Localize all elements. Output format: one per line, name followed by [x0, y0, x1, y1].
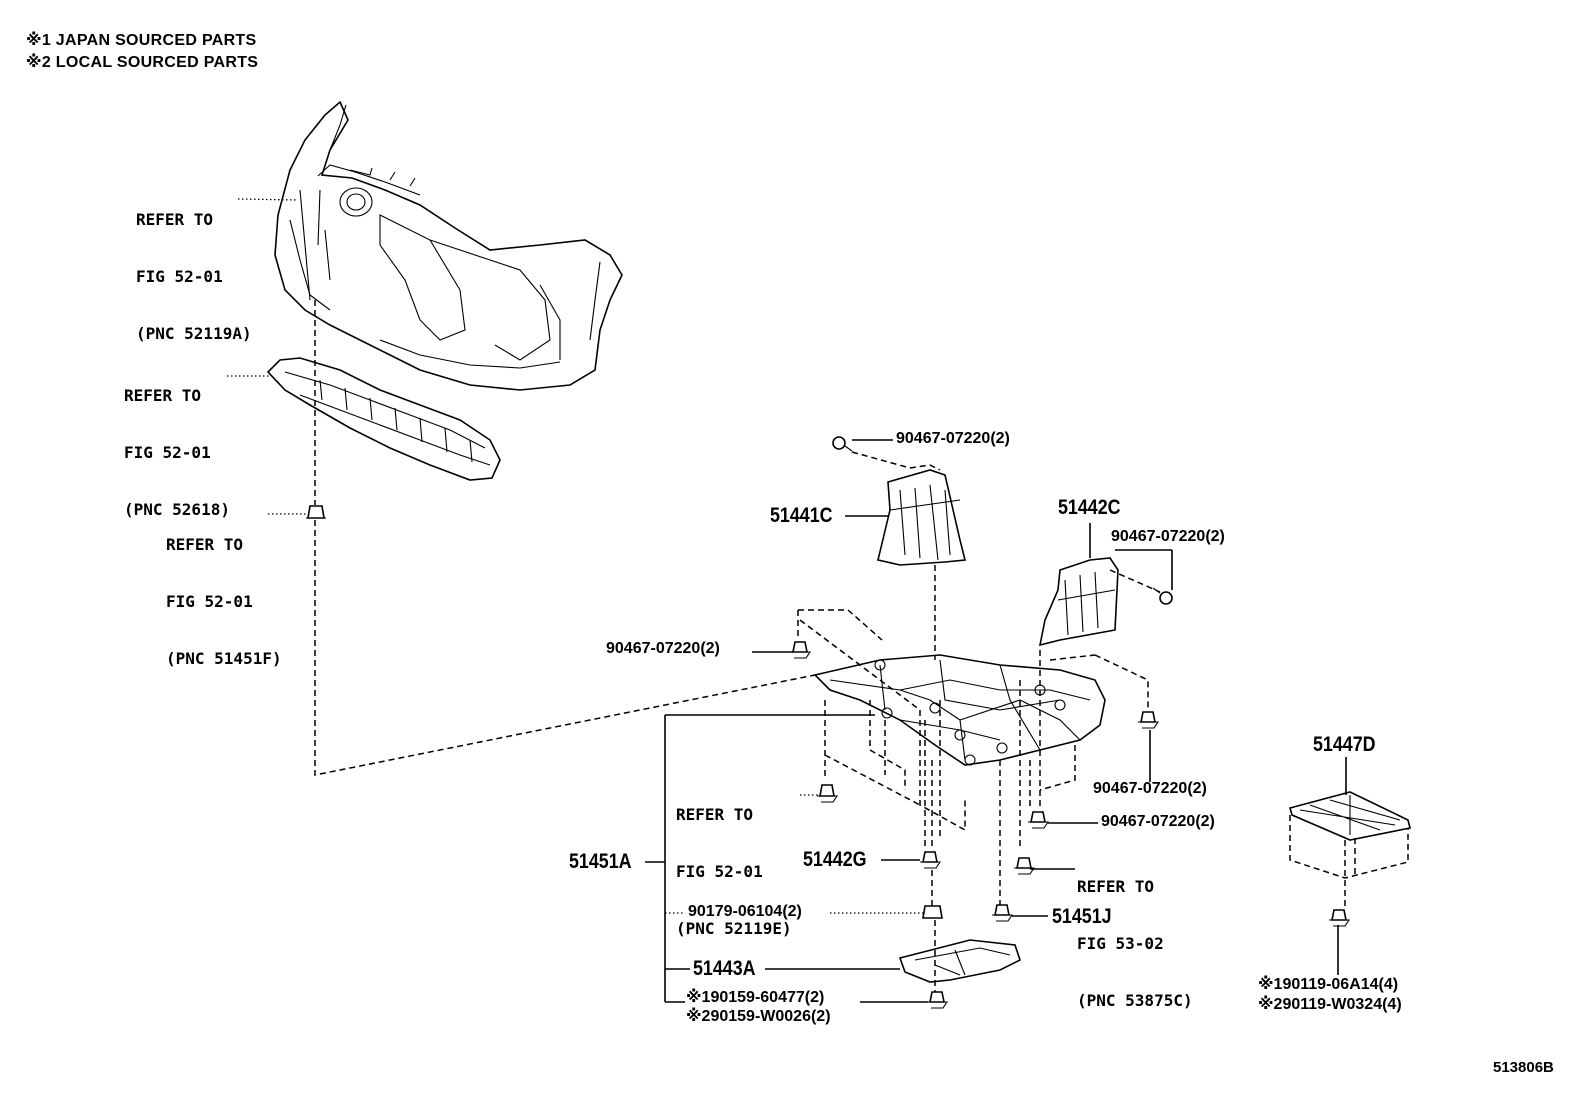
cover-51447d-illustration: [1289, 791, 1411, 841]
part-51447d[interactable]: 51447D: [1313, 733, 1376, 756]
ref-52119a[interactable]: REFER TO FIG 52-01 (PNC 52119A): [136, 172, 252, 362]
ref-51451f[interactable]: REFER TO FIG 52-01 (PNC 51451F): [166, 497, 282, 687]
front-bumper-cover-illustration: [274, 100, 623, 391]
fastener-90119-local[interactable]: ※290119-W0324(4): [1258, 996, 1402, 1013]
part-51442g[interactable]: 51442G: [803, 848, 867, 871]
assembly-dashed-lines: [314, 300, 1409, 992]
fastener-90467-right-top[interactable]: 90467-07220(2): [1111, 528, 1225, 545]
fastener-90467-top[interactable]: 90467-07220(2): [896, 430, 1010, 447]
ref-53875c[interactable]: REFER TO FIG 53-02 (PNC 53875C): [1077, 839, 1193, 1029]
ref-52618[interactable]: REFER TO FIG 52-01 (PNC 52618): [124, 348, 230, 538]
engine-under-cover-illustration: [813, 654, 1106, 766]
ref-line: (PNC 52119E): [676, 919, 792, 938]
note-japan-sourced: ※1 JAPAN SOURCED PARTS: [26, 32, 257, 49]
fastener-90467-right-mid[interactable]: 90467-07220(2): [1093, 780, 1207, 797]
note-local-sourced: ※2 LOCAL SOURCED PARTS: [26, 54, 259, 71]
cover-51443a-illustration: [898, 939, 1021, 983]
fastener-90467-right-low[interactable]: 90467-07220(2): [1101, 813, 1215, 830]
ref-line: FIG 52-01: [136, 267, 223, 286]
part-51443a[interactable]: 51443A: [693, 957, 756, 980]
ref-line: (PNC 51451F): [166, 649, 282, 668]
ref-line: (PNC 53875C): [1077, 991, 1193, 1010]
ref-line: FIG 52-01: [166, 592, 253, 611]
bumper-absorber-illustration: [266, 357, 501, 481]
leader-lines: [227, 198, 1347, 1003]
ref-line: REFER TO: [676, 805, 754, 824]
part-51451a[interactable]: 51451A: [569, 850, 632, 873]
ref-line: FIG 53-02: [1077, 934, 1164, 953]
diagram-id: 513806B: [1493, 1059, 1554, 1076]
part-51451j[interactable]: 51451J: [1052, 905, 1112, 928]
ref-line: (PNC 52618): [124, 500, 230, 519]
fastener-90467-left[interactable]: 90467-07220(2): [606, 640, 720, 657]
ref-line: (PNC 52119A): [136, 324, 252, 343]
clip-51451f-icon: [306, 505, 326, 519]
ref-line: FIG 52-01: [676, 862, 763, 881]
splash-shield-51441c-illustration: [877, 469, 967, 566]
fastener-icons: [790, 436, 1351, 1009]
fastener-90119-japan[interactable]: ※190119-06A14(4): [1258, 976, 1399, 993]
splash-shield-51442c-illustration: [1038, 557, 1119, 647]
part-51441c[interactable]: 51441C: [770, 504, 833, 527]
fastener-90179[interactable]: 90179-06104(2): [688, 903, 802, 920]
ref-line: FIG 52-01: [124, 443, 211, 462]
part-51442c[interactable]: 51442C: [1058, 496, 1121, 519]
fastener-90159-japan[interactable]: ※190159-60477(2): [686, 989, 825, 1006]
ref-line: REFER TO: [136, 210, 214, 229]
ref-line: REFER TO: [124, 386, 202, 405]
ref-line: REFER TO: [1077, 877, 1155, 896]
ref-line: REFER TO: [166, 535, 244, 554]
fastener-90159-local[interactable]: ※290159-W0026(2): [686, 1008, 831, 1025]
ref-52119e[interactable]: REFER TO FIG 52-01 (PNC 52119E): [676, 767, 792, 957]
